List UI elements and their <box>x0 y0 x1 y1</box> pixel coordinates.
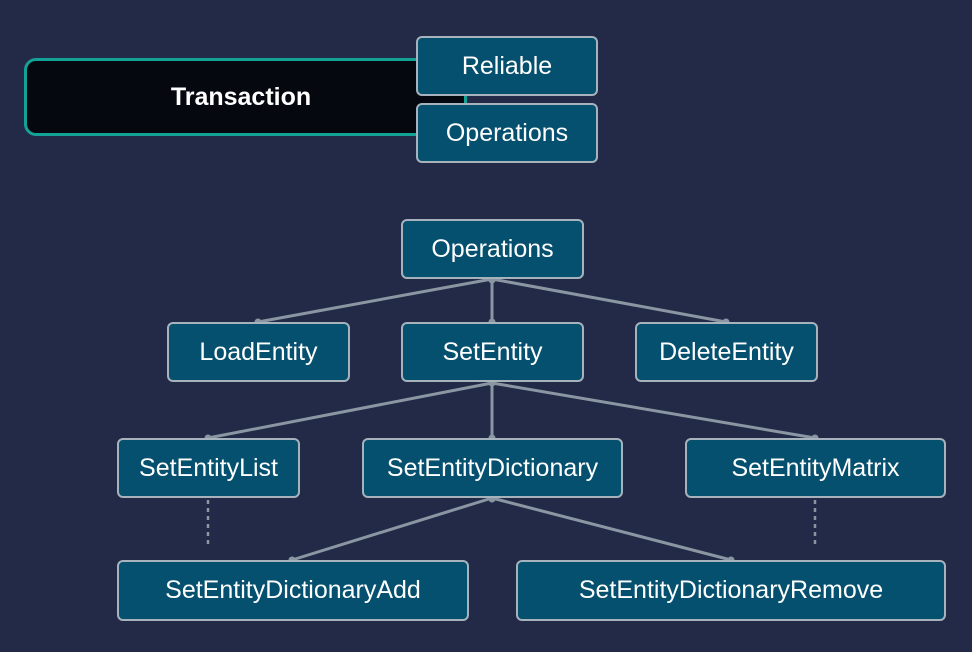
title-box <box>24 58 467 136</box>
tag-reliable: Reliable <box>416 36 598 96</box>
node-setentitymatrix: SetEntityMatrix <box>685 438 946 498</box>
edge-operations-loadentity <box>257 277 493 324</box>
node-loadentity: LoadEntity <box>167 322 350 382</box>
node-setentitydictionaryadd: SetEntityDictionaryAdd <box>117 560 469 621</box>
node-setentitydictionary: SetEntityDictionary <box>362 438 623 498</box>
edge-setentity-setentitymatrix <box>491 381 816 440</box>
node-setentity: SetEntity <box>401 322 584 382</box>
node-operations-root: Operations <box>401 219 584 279</box>
edge-dictionary-remove <box>491 496 732 562</box>
node-setentitylist: SetEntityList <box>117 438 300 498</box>
edge-dictionary-add <box>291 496 493 562</box>
node-deleteentity: DeleteEntity <box>635 322 818 382</box>
tag-operations: Operations <box>416 103 598 163</box>
node-setentitydictionaryremove: SetEntityDictionaryRemove <box>516 560 946 621</box>
edge-setentity-setentitylist <box>207 381 493 440</box>
edge-operations-deleteentity <box>491 277 727 324</box>
transaction-title: Transaction <box>170 82 312 111</box>
